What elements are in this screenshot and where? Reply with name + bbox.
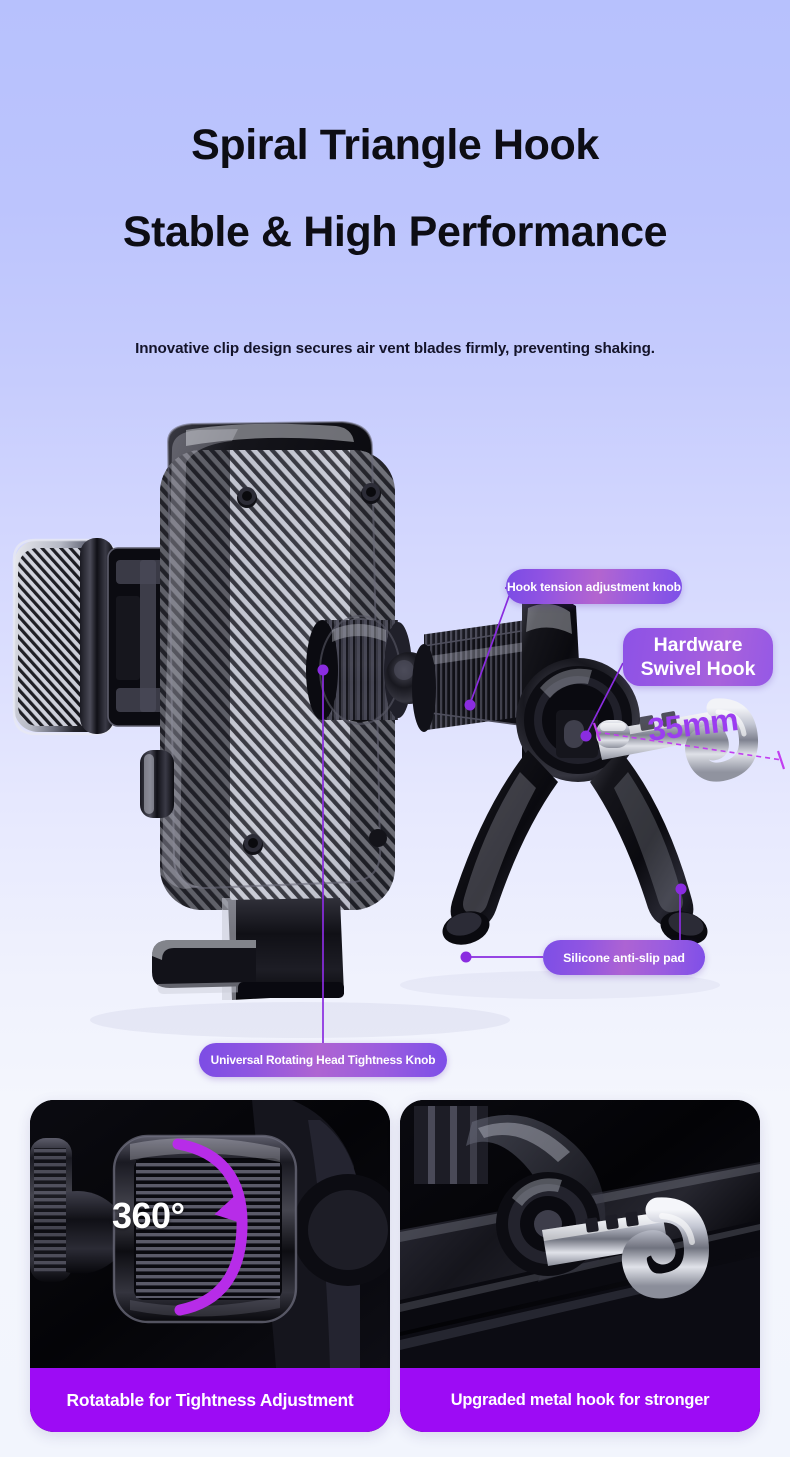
callout-universal-rotating-head-knob: Universal Rotating Head Tightness Knob: [199, 1043, 447, 1077]
callout-hook-tension-knob: Hook tension adjustment knob: [506, 569, 682, 604]
callout-silicone-anti-slip-pad: Silicone anti-slip pad: [543, 940, 705, 975]
rotation-arrow-head: [214, 1192, 245, 1225]
feature-cards: 360° Rotatable for Tightness Adjustment: [0, 1100, 790, 1440]
product-illustration: [0, 420, 790, 1090]
callout-label: Universal Rotating Head Tightness Knob: [210, 1053, 436, 1067]
rotation-arrow: [172, 1138, 248, 1316]
page-subtitle: Innovative clip design secures air vent …: [135, 340, 655, 357]
callout-label-line1: Hardware: [653, 634, 743, 656]
rotating-head-knob: [306, 615, 412, 725]
dimension-line: [592, 722, 786, 770]
page-title-line1: Spiral Triangle Hook: [191, 121, 599, 169]
badge-360: 360°: [112, 1195, 185, 1236]
callout-dots: [317, 664, 687, 963]
phone-foot: [152, 898, 344, 1000]
metal-swivel-hook: [596, 698, 759, 782]
hook-tension-shaft: [412, 619, 530, 732]
metal-hook-photo: [400, 1100, 760, 1368]
feature-card-metal-hook: Upgraded metal hook for stronger: [400, 1100, 760, 1432]
rotatable-knob-photo: [30, 1100, 390, 1368]
card-caption-metal-hook: Upgraded metal hook for stronger: [400, 1368, 760, 1432]
product-render: [12, 420, 786, 1044]
callout-label: Silicone anti-slip pad: [563, 950, 685, 965]
callout-label: Hook tension adjustment knob: [507, 579, 681, 594]
card-photo-metal-hook: [400, 1100, 760, 1368]
card-caption-rotatable: Rotatable for Tightness Adjustment: [30, 1368, 390, 1432]
callout-label-line2: Swivel Hook: [640, 658, 756, 680]
feature-card-rotatable: 360° Rotatable for Tightness Adjustment: [30, 1100, 390, 1432]
card-photo-rotatable: [30, 1100, 390, 1368]
page-title-line2: Stable & High Performance: [122, 208, 668, 256]
callout-hardware-swivel-hook: Hardware Swivel Hook: [623, 628, 773, 686]
